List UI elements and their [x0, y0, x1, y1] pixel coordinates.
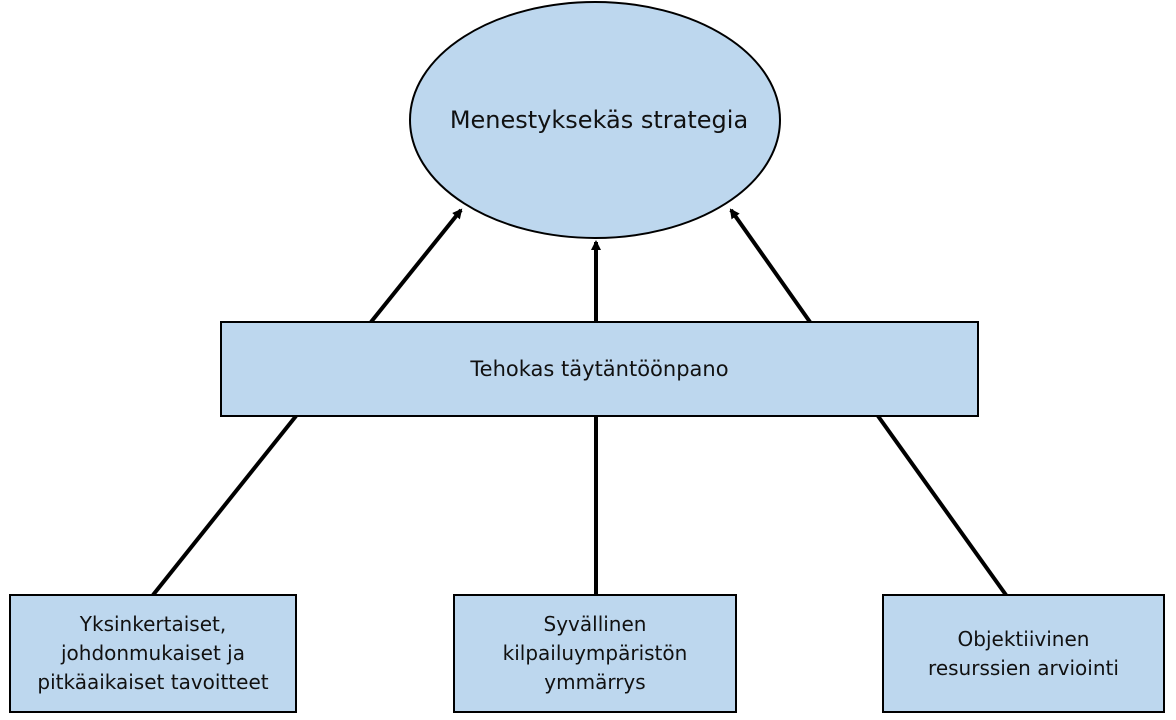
execution-box — [220, 321, 979, 417]
connector-factor-3 — [876, 414, 1008, 597]
arrow-left — [369, 208, 463, 324]
goal-ellipse — [409, 1, 781, 239]
factor-box-2 — [453, 594, 737, 713]
arrow-right — [729, 208, 812, 324]
connector-factor-1 — [151, 414, 298, 597]
factor-box-1 — [9, 594, 297, 713]
factor-box-3 — [882, 594, 1165, 713]
